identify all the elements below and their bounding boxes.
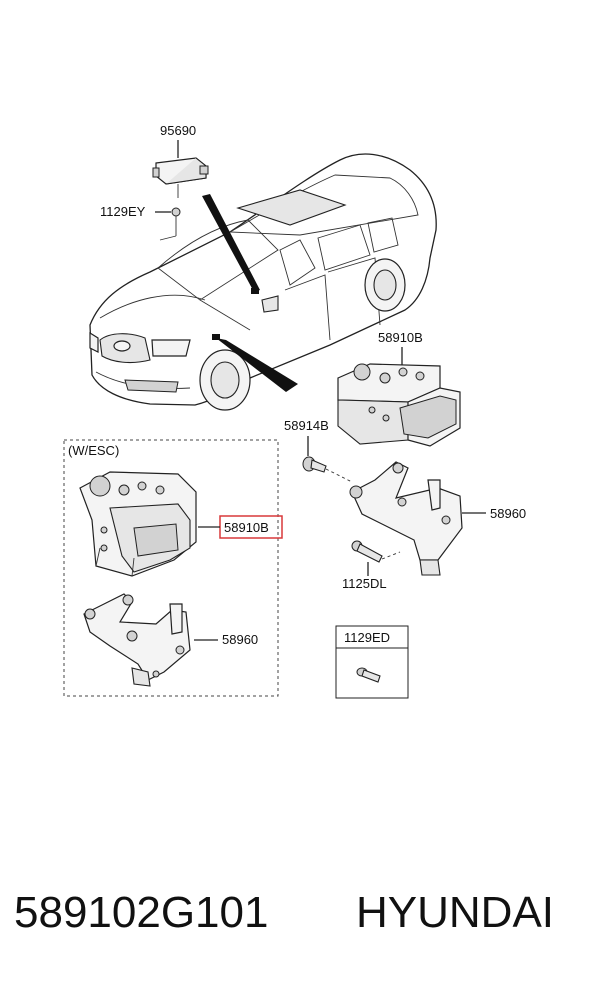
hecu-esc [79,471,197,577]
vehicle-illustration [89,153,437,411]
bolt-1125dl: 1125DL [342,540,401,591]
bracket-esc [83,593,191,687]
part-number: 589102G101 [14,888,269,937]
callout-hecu-esc: 58910B [224,520,269,535]
callout-fastener-box: 1129ED [344,630,390,645]
callout-bracket-esc: 58960 [222,632,258,647]
callout-bolt-top: 58914B [284,418,329,433]
esc-variant-group: (W/ESC) 58910B 589 [63,439,283,697]
footer: 589102G101 HYUNDAI [0,878,600,958]
esc-group-label: (W/ESC) [68,443,119,458]
bracket-58960: 58960 [349,461,526,576]
callout-sensor: 95690 [160,123,196,138]
callout-hecu-main: 58910B [378,330,423,345]
callout-sensor-bolt: 1129EY [100,204,146,219]
parts-diagram: 95690 1129EY [63,123,526,699]
callout-bracket-main: 58960 [490,506,526,521]
fastener-box-1129ed: 1129ED [335,625,409,699]
sensor-95690: 95690 1129EY [100,123,209,241]
hecu-58910b: 58910B [337,330,461,447]
callout-bolt-bracket: 1125DL [342,576,387,591]
brand-name: HYUNDAI [356,888,555,937]
bolt-58914b: 58914B [284,418,353,483]
